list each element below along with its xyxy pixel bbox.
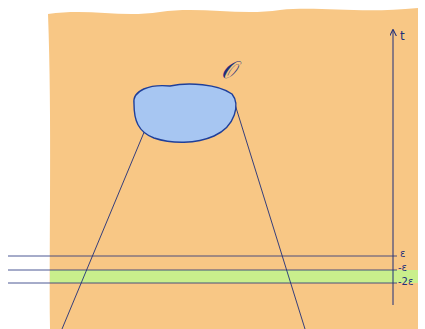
spacetime-region	[48, 8, 418, 329]
slice-line	[8, 283, 397, 284]
time-axis	[393, 30, 394, 305]
region-blob	[134, 84, 236, 142]
slice-label: -ε	[398, 263, 407, 273]
slice-line	[8, 256, 397, 257]
slice-line	[8, 270, 397, 271]
slice-label: -2ε	[398, 277, 413, 287]
light-cone-line	[233, 98, 305, 329]
slice-label: ε	[400, 249, 405, 259]
time-slab	[50, 270, 418, 283]
open-region: 𝒪	[126, 56, 242, 148]
axis-label: t	[400, 30, 405, 42]
region-symbol: 𝒪	[221, 58, 236, 82]
